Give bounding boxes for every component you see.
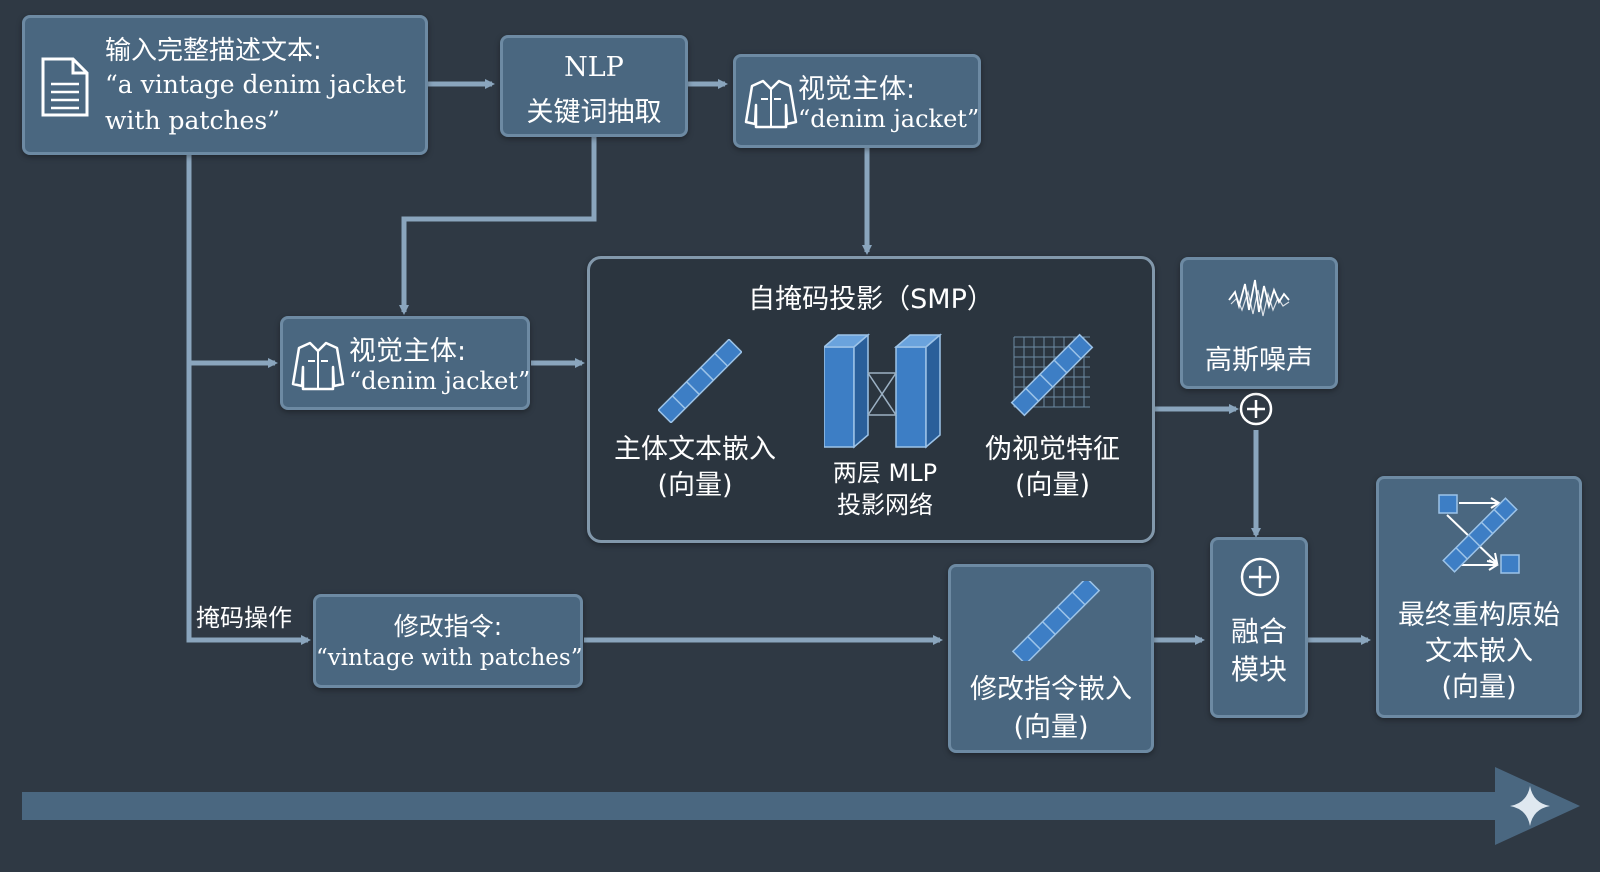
- subject-mid-value: “denim jacket”: [349, 367, 531, 395]
- nlp-label: NLP: [564, 52, 624, 83]
- modify-embedding-box: 修改指令嵌入 (向量): [948, 564, 1154, 753]
- pseudo-label-2: (向量): [1014, 470, 1091, 501]
- arrow-nlp-to-subject-mid: [399, 136, 597, 315]
- mlp-label-1: 两层 MLP: [832, 459, 938, 487]
- fusion-module-box: 融合 模块: [1210, 537, 1308, 718]
- plus-icon: [1240, 557, 1280, 597]
- jacket-icon: [291, 341, 345, 391]
- mask-operation-label: 掩码操作: [196, 604, 292, 632]
- modify-instruction-box: 修改指令: “vintage with patches”: [313, 594, 583, 688]
- input-line-1: “a vintage denim jacket: [105, 70, 406, 99]
- document-icon: [41, 57, 89, 117]
- modify-title: 修改指令:: [393, 612, 503, 641]
- output-label-1: 最终重构原始: [1398, 600, 1560, 631]
- visual-subject-mid-box: 视觉主体: “denim jacket”: [280, 316, 530, 410]
- noise-waveform-icon: [1228, 279, 1290, 317]
- modify-embed-label-2: (向量): [1013, 712, 1089, 743]
- subject-top-title: 视觉主体:: [798, 74, 916, 105]
- pseudo-visual-feature-icon: [1010, 333, 1094, 417]
- gaussian-noise-box: 高斯噪声: [1180, 257, 1338, 389]
- fusion-label-1: 融合: [1230, 615, 1287, 648]
- input-text-box: 输入完整描述文本: “a vintage denim jacket with p…: [22, 15, 428, 155]
- embed-label-1: 主体文本嵌入: [614, 434, 776, 465]
- keyword-extract-label: 关键词抽取: [526, 97, 662, 128]
- output-label-3: (向量): [1441, 672, 1517, 703]
- mlp-network-icon: [824, 333, 943, 449]
- mlp-label-2: 投影网络: [837, 491, 933, 519]
- modify-embedding-vector-icon: [1011, 581, 1101, 661]
- modify-embed-label-1: 修改指令嵌入: [970, 674, 1132, 705]
- plus-icon: [1239, 392, 1273, 426]
- visual-subject-top-box: 视觉主体: “denim jacket”: [733, 54, 981, 148]
- embed-label-2: (向量): [657, 470, 733, 501]
- smp-container: 自掩码投影（SMP） 主体文本嵌入 (向量) 两层 MLP 投影网络 伪视觉特征…: [587, 256, 1155, 543]
- timeline-arrow: [22, 767, 1580, 845]
- modify-value: “vintage with patches”: [316, 645, 583, 671]
- jacket-icon: [744, 79, 798, 129]
- subject-top-value: “denim jacket”: [798, 105, 980, 133]
- smp-title: 自掩码投影（SMP）: [748, 284, 994, 315]
- fusion-label-2: 模块: [1230, 653, 1287, 686]
- nlp-keyword-box: NLP 关键词抽取: [500, 35, 688, 137]
- pseudo-label-1: 伪视觉特征: [985, 434, 1120, 465]
- sparkle-icon: [1510, 786, 1550, 826]
- output-label-2: 文本嵌入: [1425, 636, 1533, 667]
- input-title: 输入完整描述文本:: [105, 36, 322, 66]
- arrow-input-trunk: [186, 155, 311, 645]
- subject-embedding-vector-icon: [658, 339, 742, 423]
- noise-label: 高斯噪声: [1205, 345, 1313, 376]
- reconstruct-vector-icon: [1438, 494, 1520, 574]
- subject-mid-title: 视觉主体:: [349, 336, 467, 367]
- output-embedding-box: 最终重构原始 文本嵌入 (向量): [1376, 476, 1582, 718]
- input-line-2: with patches”: [105, 106, 280, 135]
